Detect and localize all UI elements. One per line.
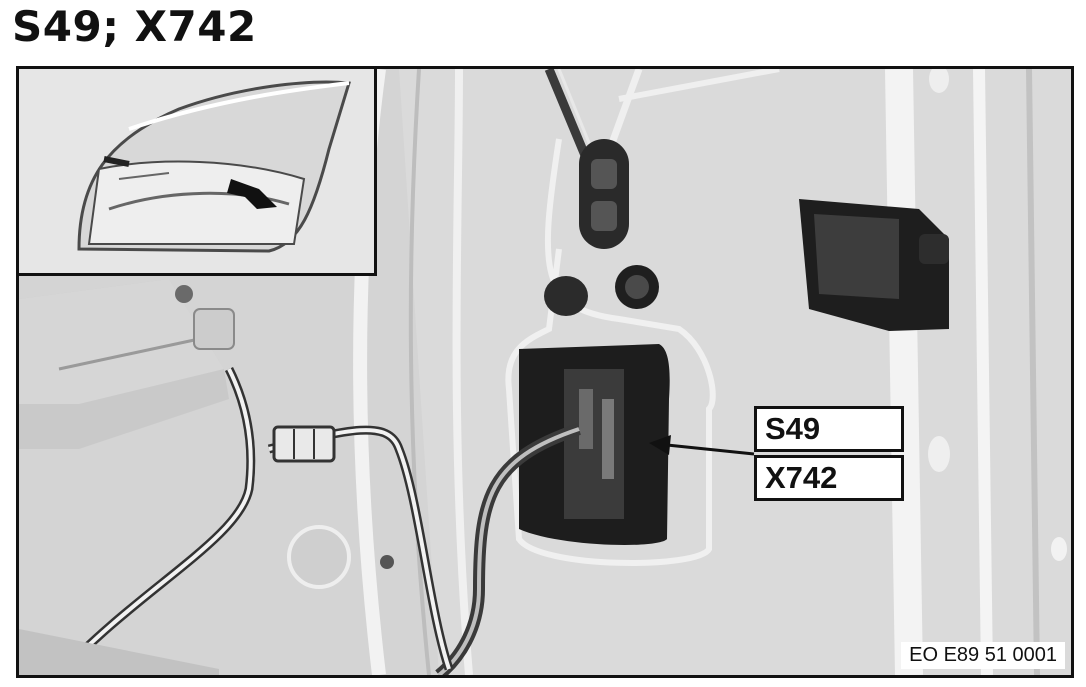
inset-door-illustration [19,69,374,273]
callout-label-x742: X742 [754,455,904,501]
door-photo-figure: S49 X742 EO E89 51 0001 [16,66,1074,678]
reference-code: EO E89 51 0001 [901,642,1065,669]
inset-overview-view [19,69,377,276]
door-illustration [19,69,1071,675]
diagram-title: S49; X742 [12,2,257,51]
callout-leader-line [666,443,755,456]
arrow-left-icon [649,435,671,455]
arrow-right-icon [227,179,277,209]
callout-label-s49: S49 [754,406,904,452]
